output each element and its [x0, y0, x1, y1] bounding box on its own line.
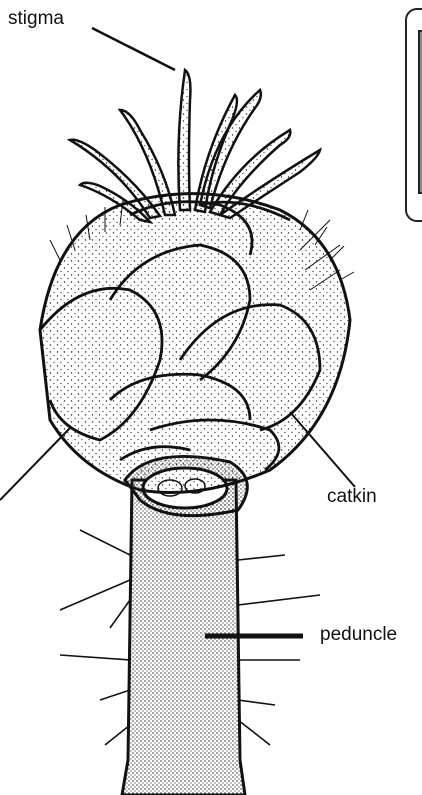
legend-swatch	[418, 30, 422, 194]
stigma-label: stigma	[8, 8, 64, 30]
peduncle-label: peduncle	[320, 624, 397, 646]
catkin-leader	[290, 412, 355, 487]
catkin-label: catkin	[327, 486, 377, 508]
stigma-leader	[92, 28, 175, 70]
catkin-body	[40, 194, 354, 493]
unlabeled-leader	[0, 428, 70, 500]
